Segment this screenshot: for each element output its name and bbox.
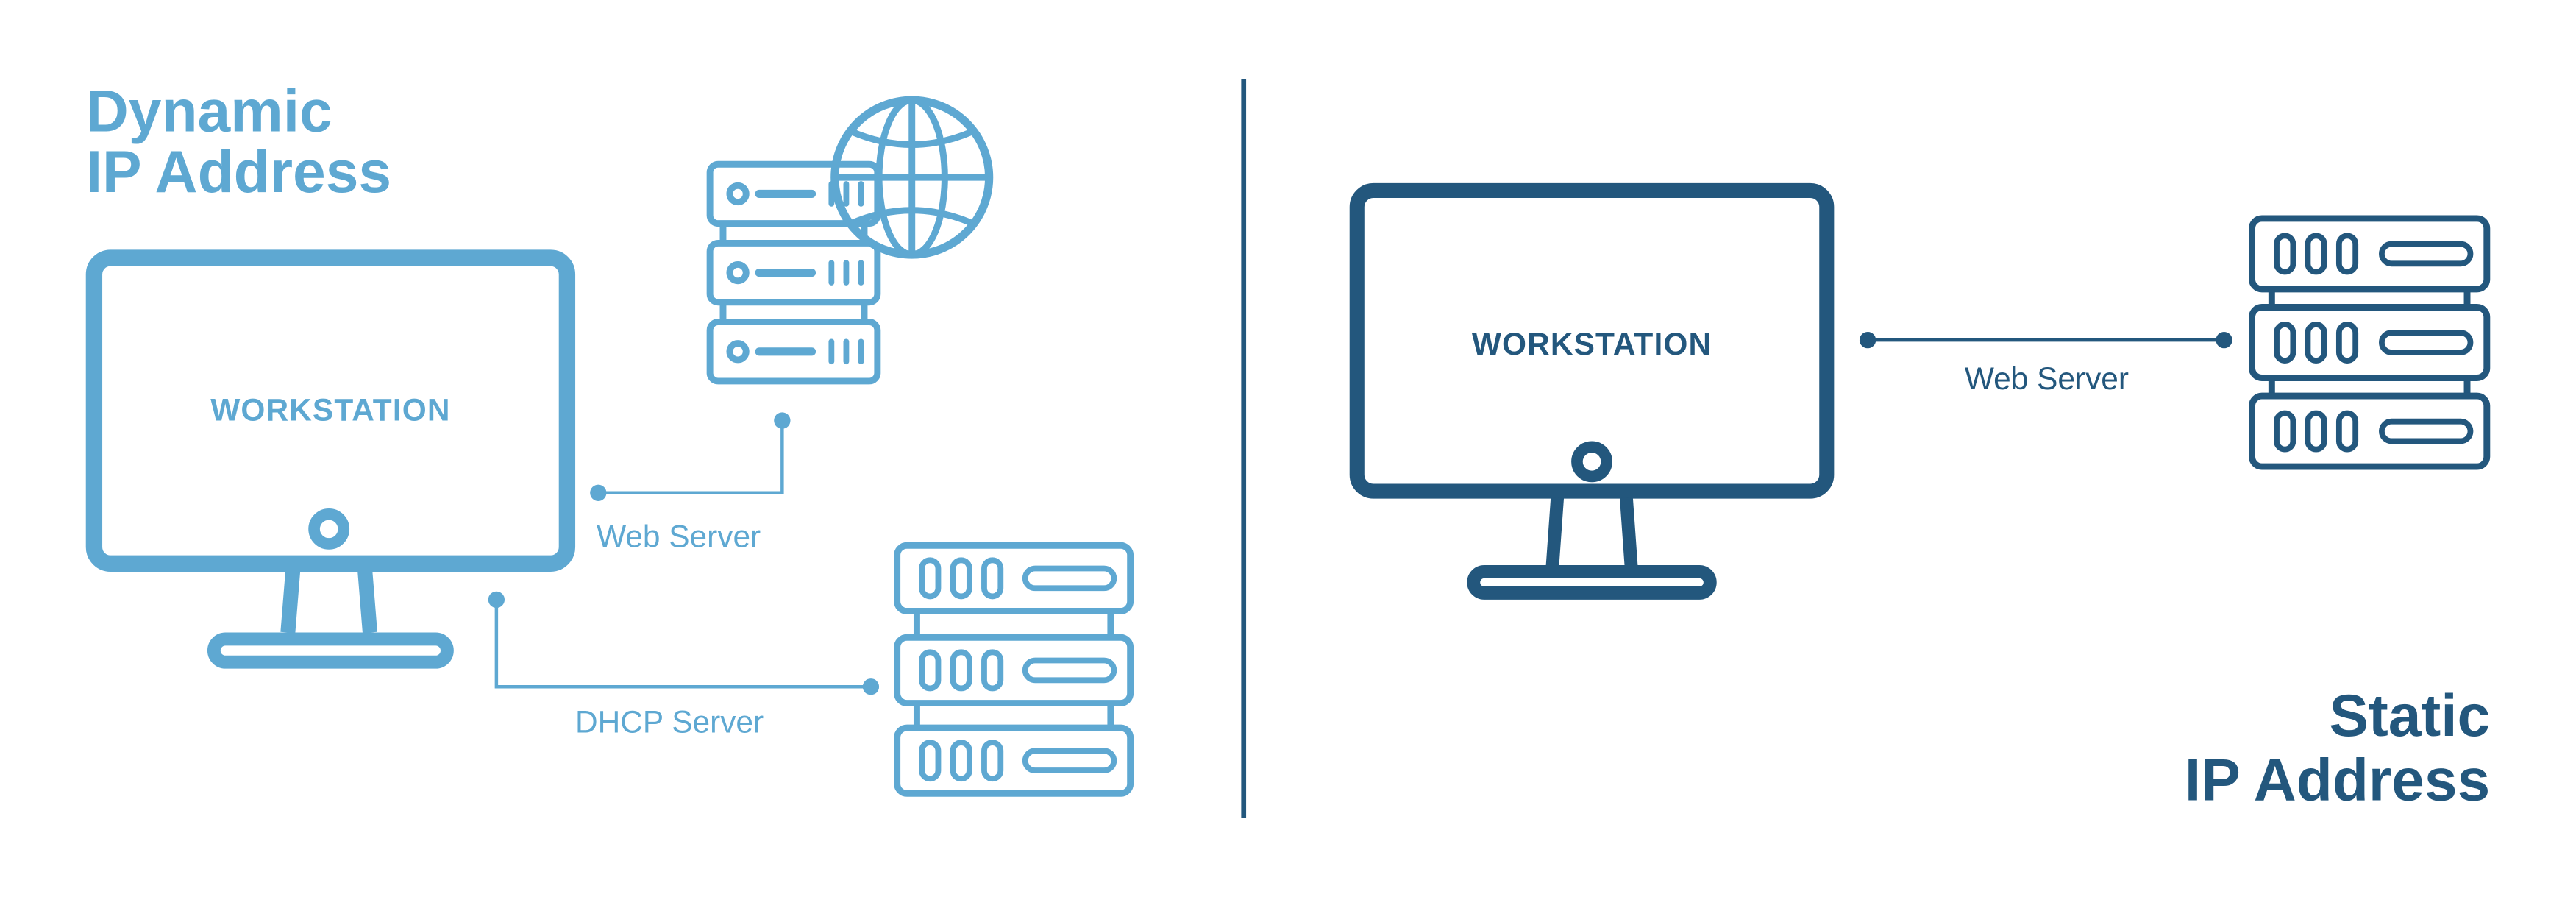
static-section: WORKSTATION Web Server Static IP Address bbox=[1349, 182, 2491, 813]
dynamic-title-line1: Dynamic bbox=[86, 79, 332, 145]
server-unit bbox=[894, 542, 1134, 614]
dhcp-server-rack-icon bbox=[894, 542, 1134, 797]
server-unit bbox=[2249, 377, 2491, 470]
web-server-rack-icon bbox=[706, 160, 881, 385]
server-unit bbox=[2249, 288, 2491, 381]
server-unit bbox=[706, 302, 881, 385]
static-web-server-label: Web Server bbox=[1965, 361, 2129, 396]
server-unit bbox=[2249, 215, 2491, 293]
web-server-connector bbox=[590, 412, 791, 501]
server-unit bbox=[894, 611, 1134, 707]
server-unit bbox=[894, 703, 1134, 797]
static-workstation-label: WORKSTATION bbox=[1472, 327, 1712, 361]
dynamic-workstation-label: WORKSTATION bbox=[210, 393, 450, 428]
dynamic-web-server-label: Web Server bbox=[597, 519, 761, 553]
dynamic-section: Dynamic IP Address WORKSTATION Web Serve… bbox=[85, 79, 1134, 797]
server-unit bbox=[706, 223, 881, 306]
dhcp-server-label: DHCP Server bbox=[575, 705, 764, 740]
workstation-monitor-icon bbox=[1349, 182, 1835, 600]
static-web-server-connector bbox=[1859, 331, 2232, 349]
server-unit bbox=[706, 160, 881, 227]
static-web-server-rack-icon bbox=[2249, 215, 2491, 470]
dynamic-title-line2: IP Address bbox=[86, 139, 391, 205]
globe-icon bbox=[830, 96, 994, 259]
static-title-line2: IP Address bbox=[2185, 747, 2490, 813]
dhcp-server-connector bbox=[488, 591, 880, 695]
static-title-line1: Static bbox=[2329, 683, 2490, 749]
workstation-monitor-icon bbox=[85, 249, 576, 669]
